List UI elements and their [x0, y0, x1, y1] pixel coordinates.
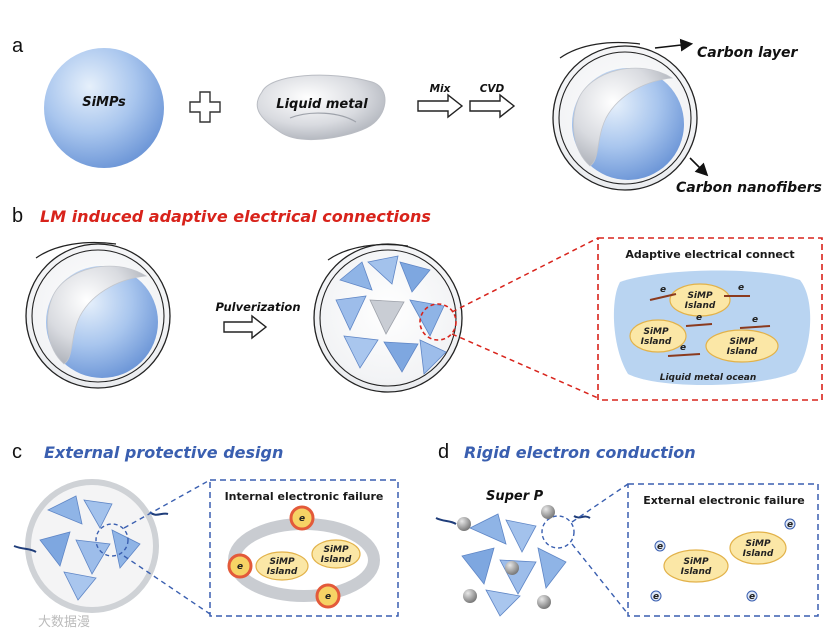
- zoom-line-b-top: [451, 237, 599, 313]
- rigid-particle: [435, 505, 591, 617]
- inset-c-island2-1: SiMP: [323, 545, 349, 555]
- cvd-label: CVD: [480, 83, 505, 95]
- liquid-metal-label: Liquid metal: [276, 97, 368, 112]
- inset-b-electron-4: e: [752, 315, 758, 325]
- protected-particle: [13, 479, 169, 613]
- inset-c-electron-1: e: [299, 514, 305, 524]
- panel-c-title: External protective design: [44, 443, 283, 462]
- inset-d-title: External electronic failure: [643, 494, 804, 507]
- mix-label: Mix: [430, 83, 452, 95]
- inset-c-electron-3: e: [325, 592, 331, 602]
- cvd-arrow: [469, 93, 516, 119]
- zoom-line-d-bottom: [571, 543, 629, 615]
- inset-c-title: Internal electronic failure: [225, 490, 384, 503]
- simps-sphere: [44, 48, 164, 168]
- panel-d-title: Rigid electron conduction: [464, 443, 696, 462]
- inset-c: [209, 479, 399, 617]
- carbon-nanofibers-pointer: [689, 157, 709, 177]
- panel-a-letter: a: [12, 35, 24, 57]
- inset-b-ocean: Liquid metal ocean: [660, 373, 757, 383]
- inset-d-electron-4: e: [787, 520, 793, 530]
- inset-c-island2-2: Island: [321, 555, 352, 565]
- inset-b-electron-2: e: [738, 283, 744, 293]
- panel-d-letter: d: [438, 441, 449, 463]
- carbon-layer-label: Carbon layer: [697, 45, 799, 61]
- inset-b-island-top-2: Island: [685, 301, 716, 311]
- inset-b-island-top-1: SiMP: [687, 291, 713, 301]
- inset-d-island2-1: SiMP: [745, 539, 771, 549]
- inset-b-electron-1: e: [660, 285, 666, 295]
- inset-b-island-left-2: Island: [641, 337, 672, 347]
- zoom-line-d-top: [571, 483, 629, 523]
- inset-c-island1-1: SiMP: [269, 557, 295, 567]
- inset-d-electron-3: e: [749, 592, 755, 602]
- inset-d-island1-2: Island: [681, 567, 712, 577]
- zoom-line-c-top: [123, 479, 211, 529]
- inset-b-island-left-1: SiMP: [643, 327, 669, 337]
- panel-c-letter: c: [12, 441, 22, 463]
- inset-b-electron-5: e: [680, 343, 686, 353]
- inset-c-island1-2: Island: [267, 567, 298, 577]
- inset-d-electron-2: e: [653, 592, 659, 602]
- coated-particle-a: [552, 41, 698, 191]
- pulverization-label: Pulverization: [215, 300, 300, 314]
- plus-icon: [189, 91, 221, 123]
- panel-b-letter: b: [12, 205, 23, 227]
- watermark: 大数据漫: [38, 615, 90, 630]
- zoom-line-b-bottom: [451, 333, 599, 399]
- inset-b-electron-3: e: [696, 313, 702, 323]
- inset-b-island-right-1: SiMP: [729, 337, 755, 347]
- inset-c-electron-2: e: [237, 562, 243, 572]
- panel-b-title: LM induced adaptive electrical connectio…: [40, 207, 431, 226]
- inset-d-island2-2: Island: [743, 549, 774, 559]
- simps-label: SiMPs: [82, 95, 126, 110]
- pulverization-arrow: [223, 314, 268, 340]
- inset-b-island-right-2: Island: [727, 347, 758, 357]
- inset-b: [597, 237, 823, 401]
- coated-particle-b: [25, 241, 171, 389]
- inset-d: [627, 483, 819, 617]
- inset-b-title: Adaptive electrical connect: [625, 248, 794, 261]
- pulverized-particle: [313, 243, 463, 393]
- inset-d-electron-1: e: [657, 542, 663, 552]
- carbon-nanofibers-label: Carbon nanofibers: [676, 180, 822, 196]
- liquid-metal-blob: [256, 74, 386, 141]
- super-p-label: Super P: [486, 489, 544, 504]
- carbon-layer-pointer: [654, 38, 694, 52]
- mix-arrow: [417, 93, 464, 119]
- inset-d-island1-1: SiMP: [683, 557, 709, 567]
